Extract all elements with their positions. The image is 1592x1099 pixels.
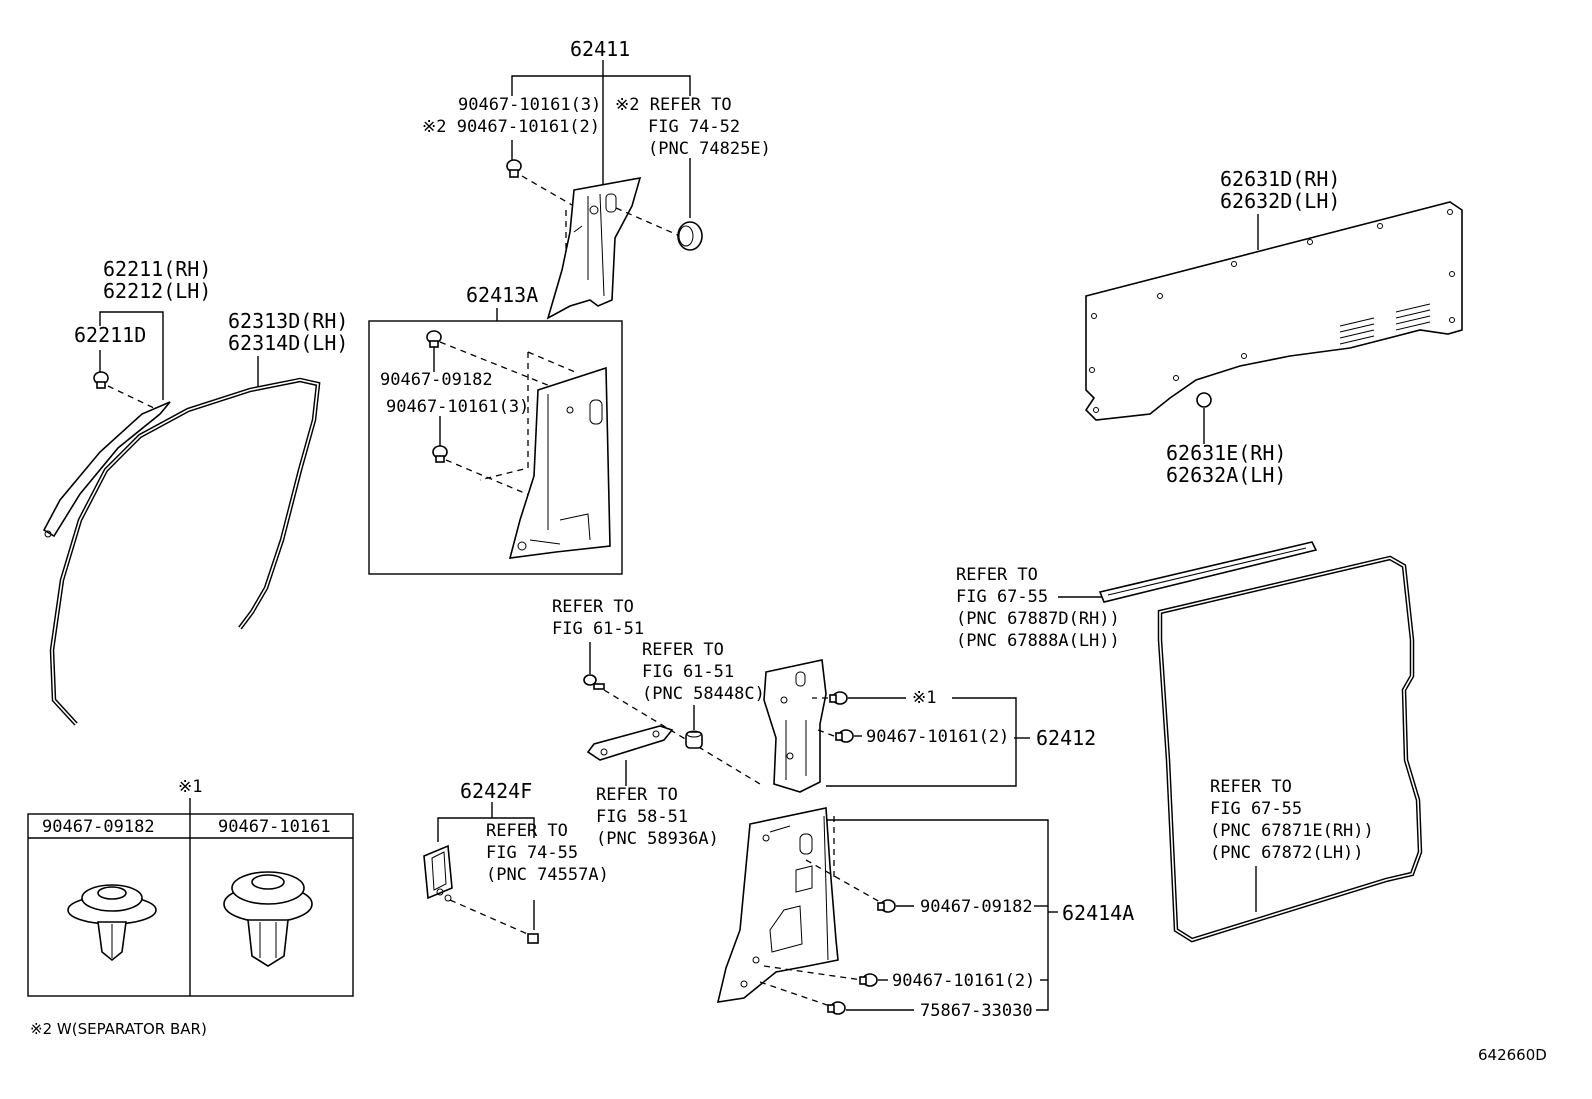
callout-62632a-lh[interactable]: 62632A(LH) [1166,463,1286,487]
callout-62212-lh[interactable]: 62212(LH) [103,279,211,303]
clip-icon [527,933,539,944]
front-pillar-garnish [42,401,171,538]
callout-ref-67887-l2[interactable]: FIG 67-55 [956,587,1048,607]
bolt-icon [583,674,605,690]
separator-bar [586,725,674,761]
clip-legend: ※1 90467-09182 90467-10161 [27,777,354,997]
clip-icon [877,899,896,913]
callout-62413a[interactable]: 62413A [466,283,538,307]
callout-ref-7455-l3[interactable]: (PNC 74557A) [486,865,609,885]
callout-ref-67871-l4[interactable]: (PNC 67872(LH)) [1210,843,1364,863]
callout-62412-clip[interactable]: 90467-10161(2) [866,727,1009,747]
callout-62411-ref-l1[interactable]: ※2 REFER TO [615,95,732,115]
clip-icon [835,729,854,743]
callout-62411[interactable]: 62411 [570,37,630,61]
clip-icon [426,330,442,348]
callout-62211-rh[interactable]: 62211(RH) [103,257,211,281]
callout-ref-5851-l3[interactable]: (PNC 58936A) [596,829,719,849]
group-62413a: 62413A 90467-09182 90467-10161(3) [368,283,623,575]
quarter-trim-panel [1084,201,1463,421]
group-ref-6151: REFER TO FIG 61-51 REFER TO FIG 61-51 (P… [552,597,765,785]
group-62414a: 90467-09182 90467-10161(2) 75867-33030 6… [716,807,1134,1021]
callout-62414a[interactable]: 62414A [1062,901,1134,925]
clip-icon [859,973,878,987]
group-ref-67871: REFER TO FIG 67-55 (PNC 67871E(RH)) (PNC… [1157,555,1423,943]
callout-62411-ref-l3[interactable]: (PNC 74825E) [648,139,771,159]
clip-09182-icon [67,884,157,962]
callout-ref-67887-l3[interactable]: (PNC 67887D(RH)) [956,609,1120,629]
legend-col1: 90467-09182 [42,817,155,837]
group-62211: 62211(RH) 62212(LH) 62211D [42,257,211,538]
callout-ref-67871-l3[interactable]: (PNC 67871E(RH)) [1210,821,1374,841]
callout-ref-6151a-l1[interactable]: REFER TO [552,597,634,617]
legend-col2: 90467-10161 [218,817,331,837]
slide-door-weatherstrip [1157,555,1423,943]
center-pillar-lower-garnish [716,807,839,1003]
callout-ref-6151b-l1[interactable]: REFER TO [642,640,724,660]
upper-pillar-garnish [546,176,642,320]
clip-icon [829,691,848,705]
group-62424f: 62424F REFER TO FIG 74-55 (PNC 74557A) [423,779,609,944]
callout-62632d-lh[interactable]: 62632D(LH) [1220,189,1340,213]
bushing-icon [685,730,703,749]
clip-icon [506,159,522,178]
screw-icon [827,1001,846,1015]
callout-ref-7455-l2[interactable]: FIG 74-55 [486,843,578,863]
group-62411: 62411 90467-10161(3) ※2 90467-10161(2) ※… [422,37,771,320]
group-62412: ※1 90467-10161(2) 62412 [763,659,1096,793]
lower-pillar-garnish [508,366,611,559]
center-pillar-upper-garnish [763,659,827,793]
callout-62314d-lh[interactable]: 62314D(LH) [228,331,348,355]
callout-62313d-rh[interactable]: 62313D(RH) [228,309,348,333]
callout-62631e-rh[interactable]: 62631E(RH) [1166,441,1286,465]
legend-mark: ※1 [178,777,202,797]
clip-icon [1196,392,1212,408]
callout-62414a-clip-b[interactable]: 90467-10161(2) [892,971,1035,991]
callout-62424f[interactable]: 62424F [460,779,532,803]
mark-x1-62412[interactable]: ※1 [912,688,936,708]
callout-ref-6151b-l2[interactable]: FIG 61-51 [642,662,734,682]
callout-62413a-clip-a[interactable]: 90467-09182 [380,370,493,390]
group-ref-67887: REFER TO FIG 67-55 (PNC 67887D(RH)) (PNC… [956,541,1318,651]
callout-ref-6151a-l2[interactable]: FIG 61-51 [552,619,644,639]
roof-drip-strip [1098,541,1318,603]
callout-62414a-clip-a[interactable]: 90467-09182 [920,897,1033,917]
callout-ref-7455-l1[interactable]: REFER TO [486,821,568,841]
grommet-icon [677,221,703,251]
callout-62411-clip-b[interactable]: ※2 90467-10161(2) [422,117,600,137]
callout-62414a-screw[interactable]: 75867-33030 [920,1001,1033,1021]
clip-10161-icon [223,871,313,967]
callout-ref-5851-l1[interactable]: REFER TO [596,785,678,805]
door-opening-weatherstrip [49,377,321,726]
clip-icon [93,371,109,389]
callout-ref-67871-l1[interactable]: REFER TO [1210,777,1292,797]
group-ref-5851: REFER TO FIG 58-51 (PNC 58936A) [586,725,719,849]
callout-62412[interactable]: 62412 [1036,726,1096,750]
callout-ref-5851-l2[interactable]: FIG 58-51 [596,807,688,827]
callout-62411-ref-l2[interactable]: FIG 74-52 [648,117,740,137]
group-62631d: 62631D(RH) 62632D(LH) [1084,167,1463,487]
bracket-clip [423,844,453,902]
footnote: ※2 W(SEPARATOR BAR) [30,1020,207,1038]
callout-62413a-clip-b[interactable]: 90467-10161(3) [386,397,529,417]
callout-ref-67887-l4[interactable]: (PNC 67888A(LH)) [956,631,1120,651]
figure-id: 642660D [1478,1046,1547,1064]
callout-ref-67887-l1[interactable]: REFER TO [956,565,1038,585]
callout-62411-clip-a[interactable]: 90467-10161(3) [458,95,601,115]
callout-62631d-rh[interactable]: 62631D(RH) [1220,167,1340,191]
clip-icon [432,445,448,463]
callout-62211d[interactable]: 62211D [74,323,146,347]
callout-ref-67871-l2[interactable]: FIG 67-55 [1210,799,1302,819]
group-62313d: 62313D(RH) 62314D(LH) [49,309,348,726]
inset-box [368,320,623,575]
callout-ref-6151b-l3[interactable]: (PNC 58448C) [642,684,765,704]
